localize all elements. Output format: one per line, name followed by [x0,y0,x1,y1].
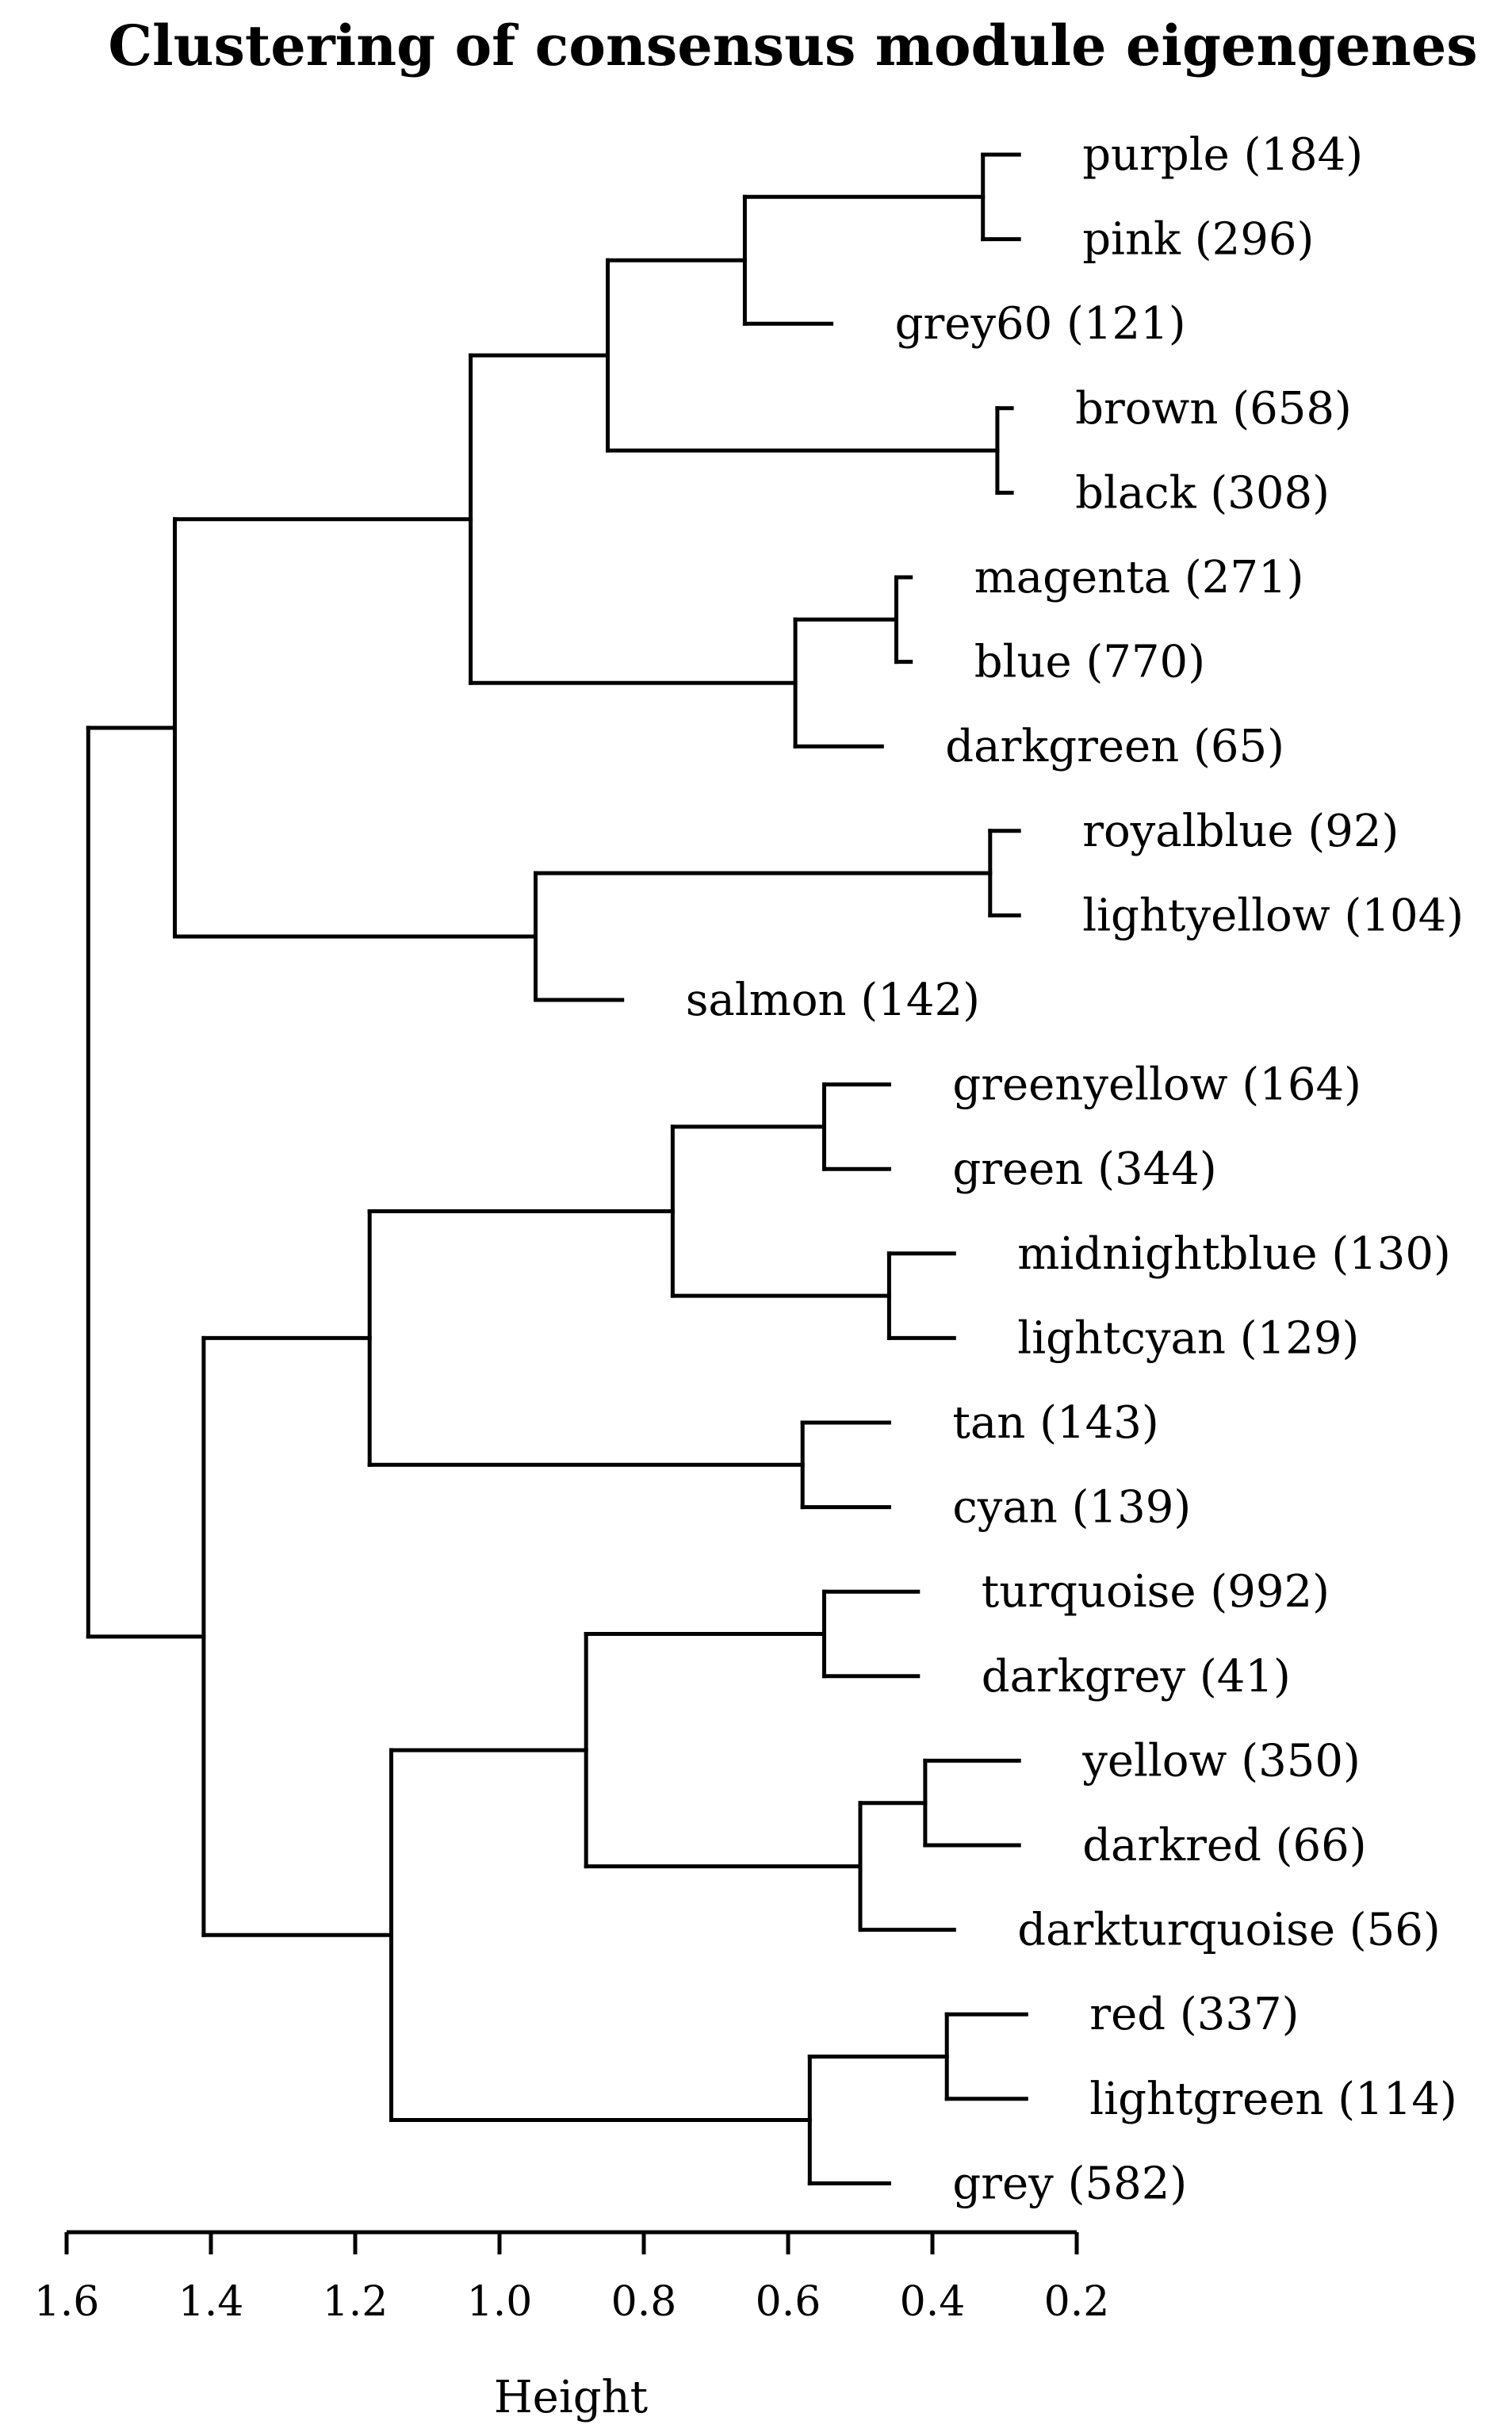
leaf-label: red (337) [1089,1989,1299,2040]
leaf-label: turquoise (992) [982,1566,1330,1618]
x-tick-label: 1.6 [34,2278,100,2326]
leaf-label: blue (770) [974,637,1205,688]
leaf-labels: purple (184) pink (296) grey60 (121) brown … [686,129,1464,2209]
leaf-label: salmon (142) [686,975,980,1026]
dendrogram-links [86,152,1028,2185]
leaf-label: lightcyan (129) [1017,1312,1359,1364]
leaf-label: greenyellow (164) [952,1059,1361,1111]
x-tick-label: 1.2 [323,2278,389,2326]
leaf-label: black (308) [1075,467,1330,519]
leaf-label: darkgreen (65) [945,721,1284,772]
leaf-label: darkred (66) [1082,1820,1366,1871]
x-tick-label: 1.0 [467,2278,533,2326]
x-tick-label: 0.4 [900,2278,966,2326]
leaf-label: lightgreen (114) [1089,2074,1457,2125]
leaf-label: green (344) [952,1143,1216,1195]
chart-title: Clustering of consensus module eigengene… [108,13,1477,79]
x-tick-label: 0.8 [611,2278,677,2326]
x-axis-title: Height [494,2372,649,2423]
leaf-label: lightyellow (104) [1082,890,1464,941]
leaf-label: midnightblue (130) [1017,1228,1451,1280]
leaf-label: yellow (350) [1081,1735,1361,1787]
leaf-label: royalblue (92) [1082,806,1399,857]
x-tick-label: 0.6 [756,2278,821,2326]
x-tick-label: 1.4 [178,2278,244,2326]
leaf-label: cyan (139) [952,1482,1191,1534]
leaf-label: darkgrey (41) [982,1651,1291,1703]
x-axis: 1.6 1.4 1.2 1.0 0.8 0.6 0.4 0.2 [34,2230,1110,2326]
leaf-label: pink (296) [1082,214,1314,266]
x-tick-label: 0.2 [1044,2278,1110,2326]
leaf-label: brown (658) [1075,383,1352,435]
leaf-label: darkturquoise (56) [1017,1905,1440,1956]
leaf-label: magenta (271) [974,552,1304,603]
leaf-label: tan (143) [952,1397,1158,1449]
leaf-label: grey60 (121) [895,298,1186,350]
leaf-label: grey (582) [952,2158,1187,2209]
x-axis-ticks: 1.6 1.4 1.2 1.0 0.8 0.6 0.4 0.2 [34,2232,1110,2326]
leaf-label: purple (184) [1082,129,1363,181]
